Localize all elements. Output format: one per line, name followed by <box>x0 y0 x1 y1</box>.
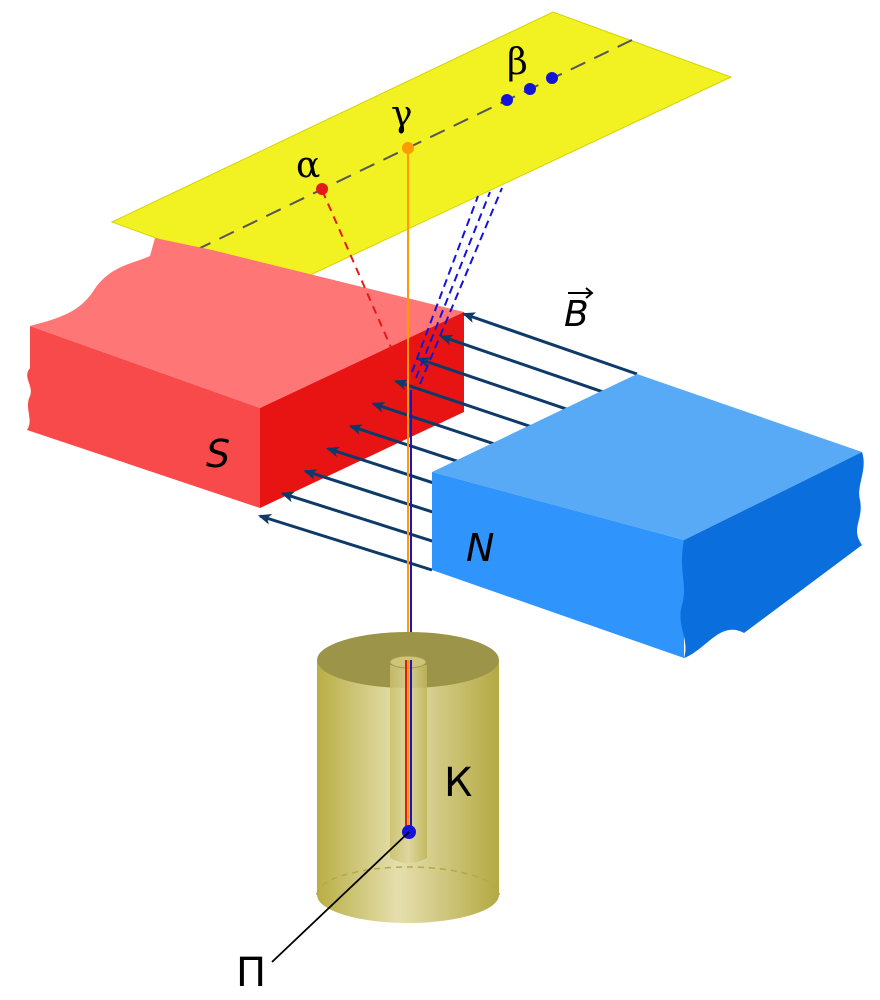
north-magnet <box>432 374 864 658</box>
beta-path-dashed-1 <box>411 195 479 373</box>
beta-label: β <box>507 42 528 83</box>
north-pole-label: N <box>466 526 494 570</box>
beta-impact-dot-3 <box>546 72 558 84</box>
beta-path-dashed-3 <box>419 187 503 385</box>
gamma-impact-dot <box>402 142 414 154</box>
north-magnet-front-face <box>432 472 684 658</box>
beta-impact-dot-1 <box>501 94 513 106</box>
alpha-impact-dot <box>316 183 328 195</box>
field-b-label: B <box>564 294 589 335</box>
container-bottom-hidden-edge <box>316 866 500 896</box>
south-magnet-front-face <box>27 326 260 508</box>
plate-center-dashed-line <box>195 39 633 251</box>
south-magnet <box>27 238 464 508</box>
field-line <box>461 312 638 376</box>
container-label: К <box>444 760 472 806</box>
source-pointer-line <box>271 831 410 963</box>
field-line <box>257 514 433 572</box>
beta-path-dashed-2 <box>415 191 491 379</box>
field-line <box>439 334 615 398</box>
south-magnet-top-face <box>30 238 464 408</box>
field-line <box>280 491 456 550</box>
source-label: П <box>236 950 266 996</box>
south-magnet-inner-face <box>260 312 464 508</box>
field-vector-label: B <box>564 287 594 335</box>
beta-impact-dot-2 <box>524 83 536 95</box>
alpha-label: α <box>296 145 320 186</box>
south-pole-label: S <box>206 432 230 476</box>
gamma-label: γ <box>391 94 413 135</box>
north-magnet-side-face <box>680 452 864 658</box>
alpha-path-dashed <box>321 189 394 353</box>
vector-arrow-icon <box>568 287 594 299</box>
north-magnet-top-face <box>432 374 862 540</box>
detector-plate <box>110 11 733 287</box>
field-line <box>416 357 592 419</box>
